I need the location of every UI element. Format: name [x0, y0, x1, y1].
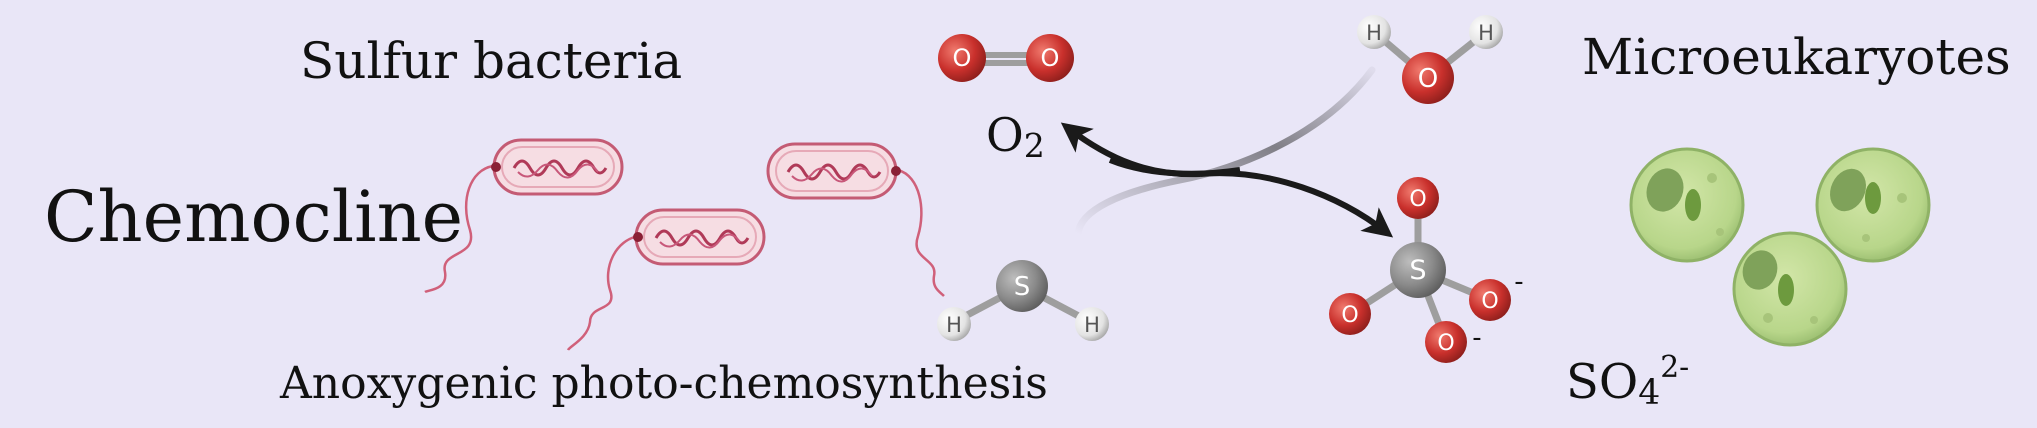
sulfate-molecule: O O O O S - -	[1329, 177, 1524, 363]
label-chemocline: Chemocline	[44, 176, 464, 258]
atom-label: H	[1084, 313, 1100, 337]
hydrogen-atom	[1075, 307, 1109, 341]
formula-base: O	[986, 108, 1024, 162]
oxygen-atom	[1329, 293, 1371, 335]
bacterium	[766, 142, 945, 297]
atom-label: S	[1409, 255, 1426, 286]
formula-subscript: 4	[1638, 373, 1661, 414]
formula-o2: O2	[986, 108, 1045, 165]
atom-label: O	[1481, 289, 1498, 314]
microeukaryote-cell	[1629, 147, 1745, 263]
arrow-to-sulfate	[1199, 170, 1394, 238]
sulfur-atom	[996, 260, 1048, 312]
formula-base: SO	[1566, 353, 1639, 410]
atom-label: O	[1041, 44, 1060, 72]
atom-label: O	[1437, 331, 1454, 356]
oxygen-atom	[938, 34, 986, 82]
hydrogen-atom	[1357, 15, 1391, 49]
charge-minus: -	[1472, 323, 1481, 353]
formula-subscript: 2	[1023, 125, 1045, 165]
bacterium	[566, 208, 766, 351]
atom-label: H	[946, 313, 962, 337]
label-microeukaryotes: Microeukaryotes	[1582, 28, 2011, 86]
oxygen-atom	[1397, 177, 1439, 219]
oxygen-atom	[1026, 34, 1074, 82]
microeukaryote-cell	[1732, 231, 1848, 347]
atom-label: O	[1418, 64, 1438, 94]
label-sulfur-bacteria: Sulfur bacteria	[300, 32, 683, 90]
atom-label: H	[1478, 21, 1494, 45]
oxygen-atom	[1425, 321, 1467, 363]
arrow-link	[1108, 157, 1241, 177]
h2o-molecule: H H O	[1357, 15, 1503, 104]
atom-label: O	[1341, 303, 1358, 328]
microeukaryote-cell	[1815, 147, 1931, 263]
oxygen-atom	[1469, 279, 1511, 321]
atom-label: H	[1366, 21, 1382, 45]
charge-minus: -	[1514, 267, 1523, 297]
oxygen-atom	[1402, 52, 1454, 104]
atom-label: O	[953, 44, 972, 72]
sulfur-atom	[1390, 242, 1446, 298]
formula-so4: SO42-	[1566, 350, 1689, 413]
hydrogen-atom	[937, 307, 971, 341]
atom-label: O	[1409, 187, 1426, 212]
h2s-molecule: S H H	[937, 260, 1109, 341]
bacterium	[424, 138, 624, 294]
hydrogen-atom	[1469, 15, 1503, 49]
faded-reaction-curve	[1074, 66, 1376, 238]
o2-molecule: O O	[938, 34, 1074, 82]
formula-superscript: 2-	[1660, 350, 1690, 385]
atom-label: S	[1014, 272, 1031, 302]
label-anoxygenic: Anoxygenic photo-chemosynthesis	[280, 358, 1048, 409]
